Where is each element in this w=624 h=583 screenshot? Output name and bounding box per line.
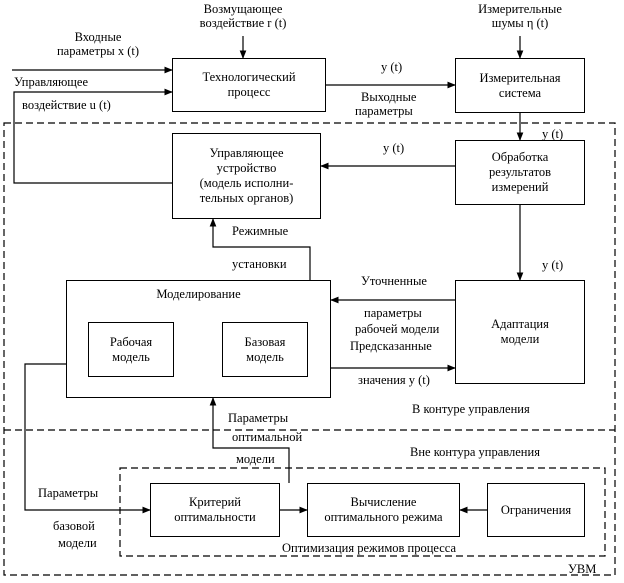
constraints-label: Ограничения bbox=[500, 502, 572, 517]
input-params-label: Входные параметры x (t) bbox=[56, 30, 140, 58]
uvm-label: УВМ bbox=[568, 562, 597, 576]
optimal-params-label-3: модели bbox=[236, 452, 275, 466]
y-measured-label: y (t) bbox=[542, 127, 564, 141]
mode-settings-label-2: установки bbox=[232, 257, 287, 271]
output-params-label-1: Выходные bbox=[361, 90, 417, 104]
working-model-label: Рабочая модель bbox=[109, 334, 153, 364]
refined-params-label-2: параметры bbox=[364, 306, 422, 320]
refined-params-label-3: рабочей модели bbox=[355, 322, 440, 336]
base-params-arrow bbox=[24, 363, 151, 514]
y-output-label: y (t) bbox=[381, 60, 403, 74]
y-adaptation-label: y (t) bbox=[542, 258, 564, 272]
control-action-label-2: воздействие u (t) bbox=[22, 98, 111, 112]
uvm-frame bbox=[3, 122, 616, 576]
mode-settings-label-1: Режимные bbox=[232, 224, 289, 238]
criterion-block: Критерий оптимальности bbox=[150, 483, 280, 537]
calc-mode-label: Вычисление оптимального режима bbox=[324, 495, 443, 524]
y-control-label: y (t) bbox=[383, 141, 405, 155]
processing-block: Обработка результатов измерений bbox=[455, 140, 585, 205]
control-feedback-arrow bbox=[13, 88, 173, 184]
mode-settings-arrow bbox=[209, 218, 311, 280]
constraints-block: Ограничения bbox=[487, 483, 585, 537]
base-model-block: Базовая модель bbox=[222, 322, 308, 377]
tech-process-label: Технологический процесс bbox=[202, 70, 296, 99]
out-loop-label: Вне контура управления bbox=[410, 445, 540, 459]
control-device-block: Управляющее устройство (модель исполни- … bbox=[172, 133, 321, 219]
refined-params-label-1: Уточненные bbox=[361, 274, 427, 288]
optimal-params-label-1: Параметры bbox=[228, 411, 289, 425]
calc-mode-block: Вычисление оптимального режима bbox=[307, 483, 460, 537]
optimal-params-arrow bbox=[209, 397, 290, 483]
disturbance-label: Возмущающее воздействие r (t) bbox=[199, 2, 287, 30]
adaptation-label: Адаптация модели bbox=[491, 317, 549, 346]
in-loop-label: В контуре управления bbox=[412, 402, 530, 416]
optimization-label: Оптимизация режимов процесса bbox=[282, 541, 457, 555]
adaptation-block: Адаптация модели bbox=[455, 280, 585, 384]
optimization-frame bbox=[119, 467, 606, 557]
tech-process-block: Технологический процесс bbox=[172, 58, 326, 112]
base-params-label-3: модели bbox=[58, 536, 97, 550]
modeling-label: Моделирование bbox=[156, 287, 241, 301]
noise-label: Измерительные шумы η (t) bbox=[478, 2, 562, 30]
predicted-values-label-1: Предсказанные bbox=[350, 339, 432, 353]
criterion-label: Критерий оптимальности bbox=[174, 495, 256, 524]
base-params-label-1: Параметры bbox=[38, 486, 99, 500]
measuring-system-label: Измерительная система bbox=[479, 70, 561, 100]
optimal-params-label-2: оптимальной bbox=[232, 430, 303, 444]
working-model-block: Рабочая модель bbox=[88, 322, 174, 377]
predicted-values-label-2: значения y (t) bbox=[358, 373, 430, 387]
processing-label: Обработка результатов измерений bbox=[488, 150, 552, 194]
output-params-label-2: параметры bbox=[355, 104, 413, 118]
control-device-label: Управляющее устройство (модель исполни- … bbox=[199, 146, 294, 205]
base-model-label: Базовая модель bbox=[244, 334, 286, 364]
control-action-label-1: Управляющее bbox=[14, 75, 89, 89]
measuring-system-block: Измерительная система bbox=[455, 58, 585, 113]
base-params-label-2: базовой bbox=[53, 519, 95, 533]
